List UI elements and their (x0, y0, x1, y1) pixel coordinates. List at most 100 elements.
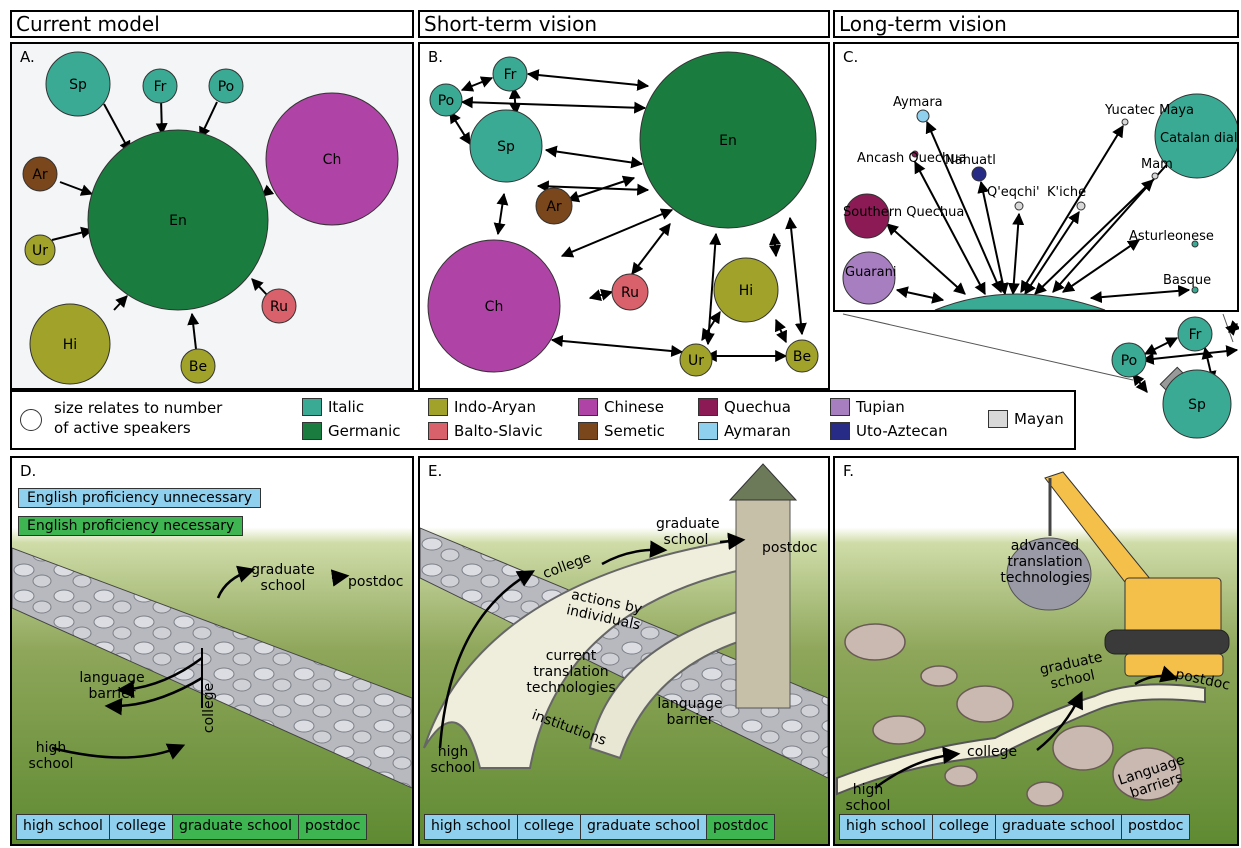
label-graduate-school: graduate school (251, 562, 315, 594)
network-short-term: Fr Po Sp En Ar Ch Ru Hi Ur Be (427, 51, 819, 377)
inset-node-fr (1177, 316, 1213, 352)
aymaran-swatch (698, 422, 718, 440)
node-qeqchi (1014, 201, 1024, 211)
balto-slavic-swatch (428, 422, 448, 440)
label-be: Be (189, 359, 207, 375)
node-hi (29, 303, 111, 385)
stage-postdoc: postdoc (707, 815, 775, 839)
node-catalan (1154, 93, 1237, 179)
semetic-swatch (578, 422, 598, 440)
stage-college: college (932, 815, 997, 839)
stage-high-school: high school (840, 815, 933, 839)
label-hi: Hi (739, 283, 753, 299)
legend-item-semetic: Semetic (578, 422, 665, 440)
inset-node-po (1111, 342, 1147, 378)
crane-illustration (836, 471, 1230, 807)
panel-c-region: Fr Po Sp C. (833, 42, 1239, 452)
stage-college: college (517, 815, 582, 839)
inset-label-po: Po (1121, 353, 1138, 369)
panel-b: B. (418, 42, 830, 390)
node-ru (611, 273, 649, 311)
label-graduate-school: graduate school (656, 516, 720, 548)
node-ar (535, 187, 573, 225)
mayan-swatch (988, 410, 1008, 428)
banner-proficiency-unnecessary: English proficiency unnecessary (18, 488, 261, 508)
label-guarani: Guarani (845, 265, 896, 280)
node-fr (142, 68, 178, 104)
stage-bar-d: high school college graduate school post… (16, 814, 368, 840)
header-long-term-vision: Long-term vision (833, 10, 1239, 38)
label-nahuatl: Nahuatl (945, 153, 996, 168)
label-en: En (719, 133, 737, 149)
legend-item-chinese: Chinese (578, 398, 664, 416)
label-ancash-quechua: Ancash Quechua (857, 151, 966, 166)
chinese-swatch (578, 398, 598, 416)
indo-aryan-swatch (428, 398, 448, 416)
panel-label-a: A. (20, 48, 35, 66)
node-guarani (842, 251, 896, 305)
label-catalan: Catalan dialects (1160, 131, 1237, 146)
label-fr: Fr (504, 67, 517, 83)
node-ru (261, 288, 297, 324)
label-postdoc: postdoc (348, 574, 404, 590)
node-po (208, 68, 244, 104)
label-qeqchi: Q'eqchi' (987, 185, 1040, 200)
node-ur (24, 234, 56, 266)
legend-item-aymaran: Aymaran (698, 422, 791, 440)
node-asturleonese (1191, 240, 1199, 248)
label-language-barrier: language barrier (79, 670, 145, 702)
stage-postdoc: postdoc (1122, 815, 1190, 839)
panel-f: F. advanced translation technologie (833, 456, 1239, 846)
label-southern-quechua: Southern Quechua (843, 205, 964, 220)
label-sp: Sp (69, 77, 87, 93)
label-hi: Hi (63, 337, 77, 353)
header-current-model: Current model (10, 10, 414, 38)
stage-graduate-school: graduate school (996, 815, 1123, 839)
label-ar: Ar (32, 167, 48, 183)
label-yucatec-maya: Yucatec Maya (1104, 103, 1194, 118)
italic-swatch (302, 398, 322, 416)
germanic-swatch (302, 422, 322, 440)
label-ar: Ar (546, 199, 562, 215)
label-ch: Ch (323, 152, 342, 168)
label-language-barrier: language barrier (657, 696, 723, 728)
label-college: college (201, 682, 218, 734)
uto-aztecan-swatch (830, 422, 850, 440)
legend-item-quechua: Quechua (698, 398, 791, 416)
label-ur: Ur (32, 243, 48, 259)
label-ur: Ur (688, 353, 704, 369)
node-southern-quechua (844, 193, 890, 239)
legend-item-uto-aztecan: Uto-Aztecan (830, 422, 948, 440)
label-current-translation-technologies: current translation technologies (526, 648, 616, 696)
legend-item-mayan: Mayan (988, 410, 1064, 428)
network-current-model: Sp Fr Po Ch Ar En Ur Ru Hi Be (22, 51, 399, 385)
node-ancash-quechua (911, 150, 919, 158)
size-note-line2: of active speakers (54, 419, 191, 437)
node-ur (679, 343, 713, 377)
panel-label-b: B. (428, 48, 444, 66)
legend-item-italic: Italic (302, 398, 364, 416)
stage-college: college (109, 815, 174, 839)
node-nahuatl (971, 166, 987, 182)
crane-icon (1044, 471, 1230, 677)
label-aymara: Aymara (893, 95, 943, 110)
tupian-swatch (830, 398, 850, 416)
size-circle-icon (20, 409, 42, 431)
node-en (87, 129, 269, 311)
legend-item-tupian: Tupian (830, 398, 905, 416)
node-po (429, 83, 463, 117)
label-sp: Sp (497, 139, 515, 155)
stage-graduate-school: graduate school (581, 815, 708, 839)
panel-d: D. English proficiency unnecessary Engli… (10, 456, 414, 846)
label-postdoc: postdoc (762, 540, 818, 556)
panel-label-f: F. (843, 462, 854, 480)
inset-label-sp: Sp (1188, 397, 1206, 413)
node-ar (22, 156, 58, 192)
stage-bar-f: high school college graduate school post… (839, 814, 1191, 840)
panel-label-d: D. (20, 462, 37, 480)
label-high-school: high school (845, 782, 891, 814)
stage-high-school: high school (425, 815, 518, 839)
stage-bar-e: high school college graduate school post… (424, 814, 776, 840)
node-en (639, 51, 817, 229)
label-en: En (169, 213, 187, 229)
